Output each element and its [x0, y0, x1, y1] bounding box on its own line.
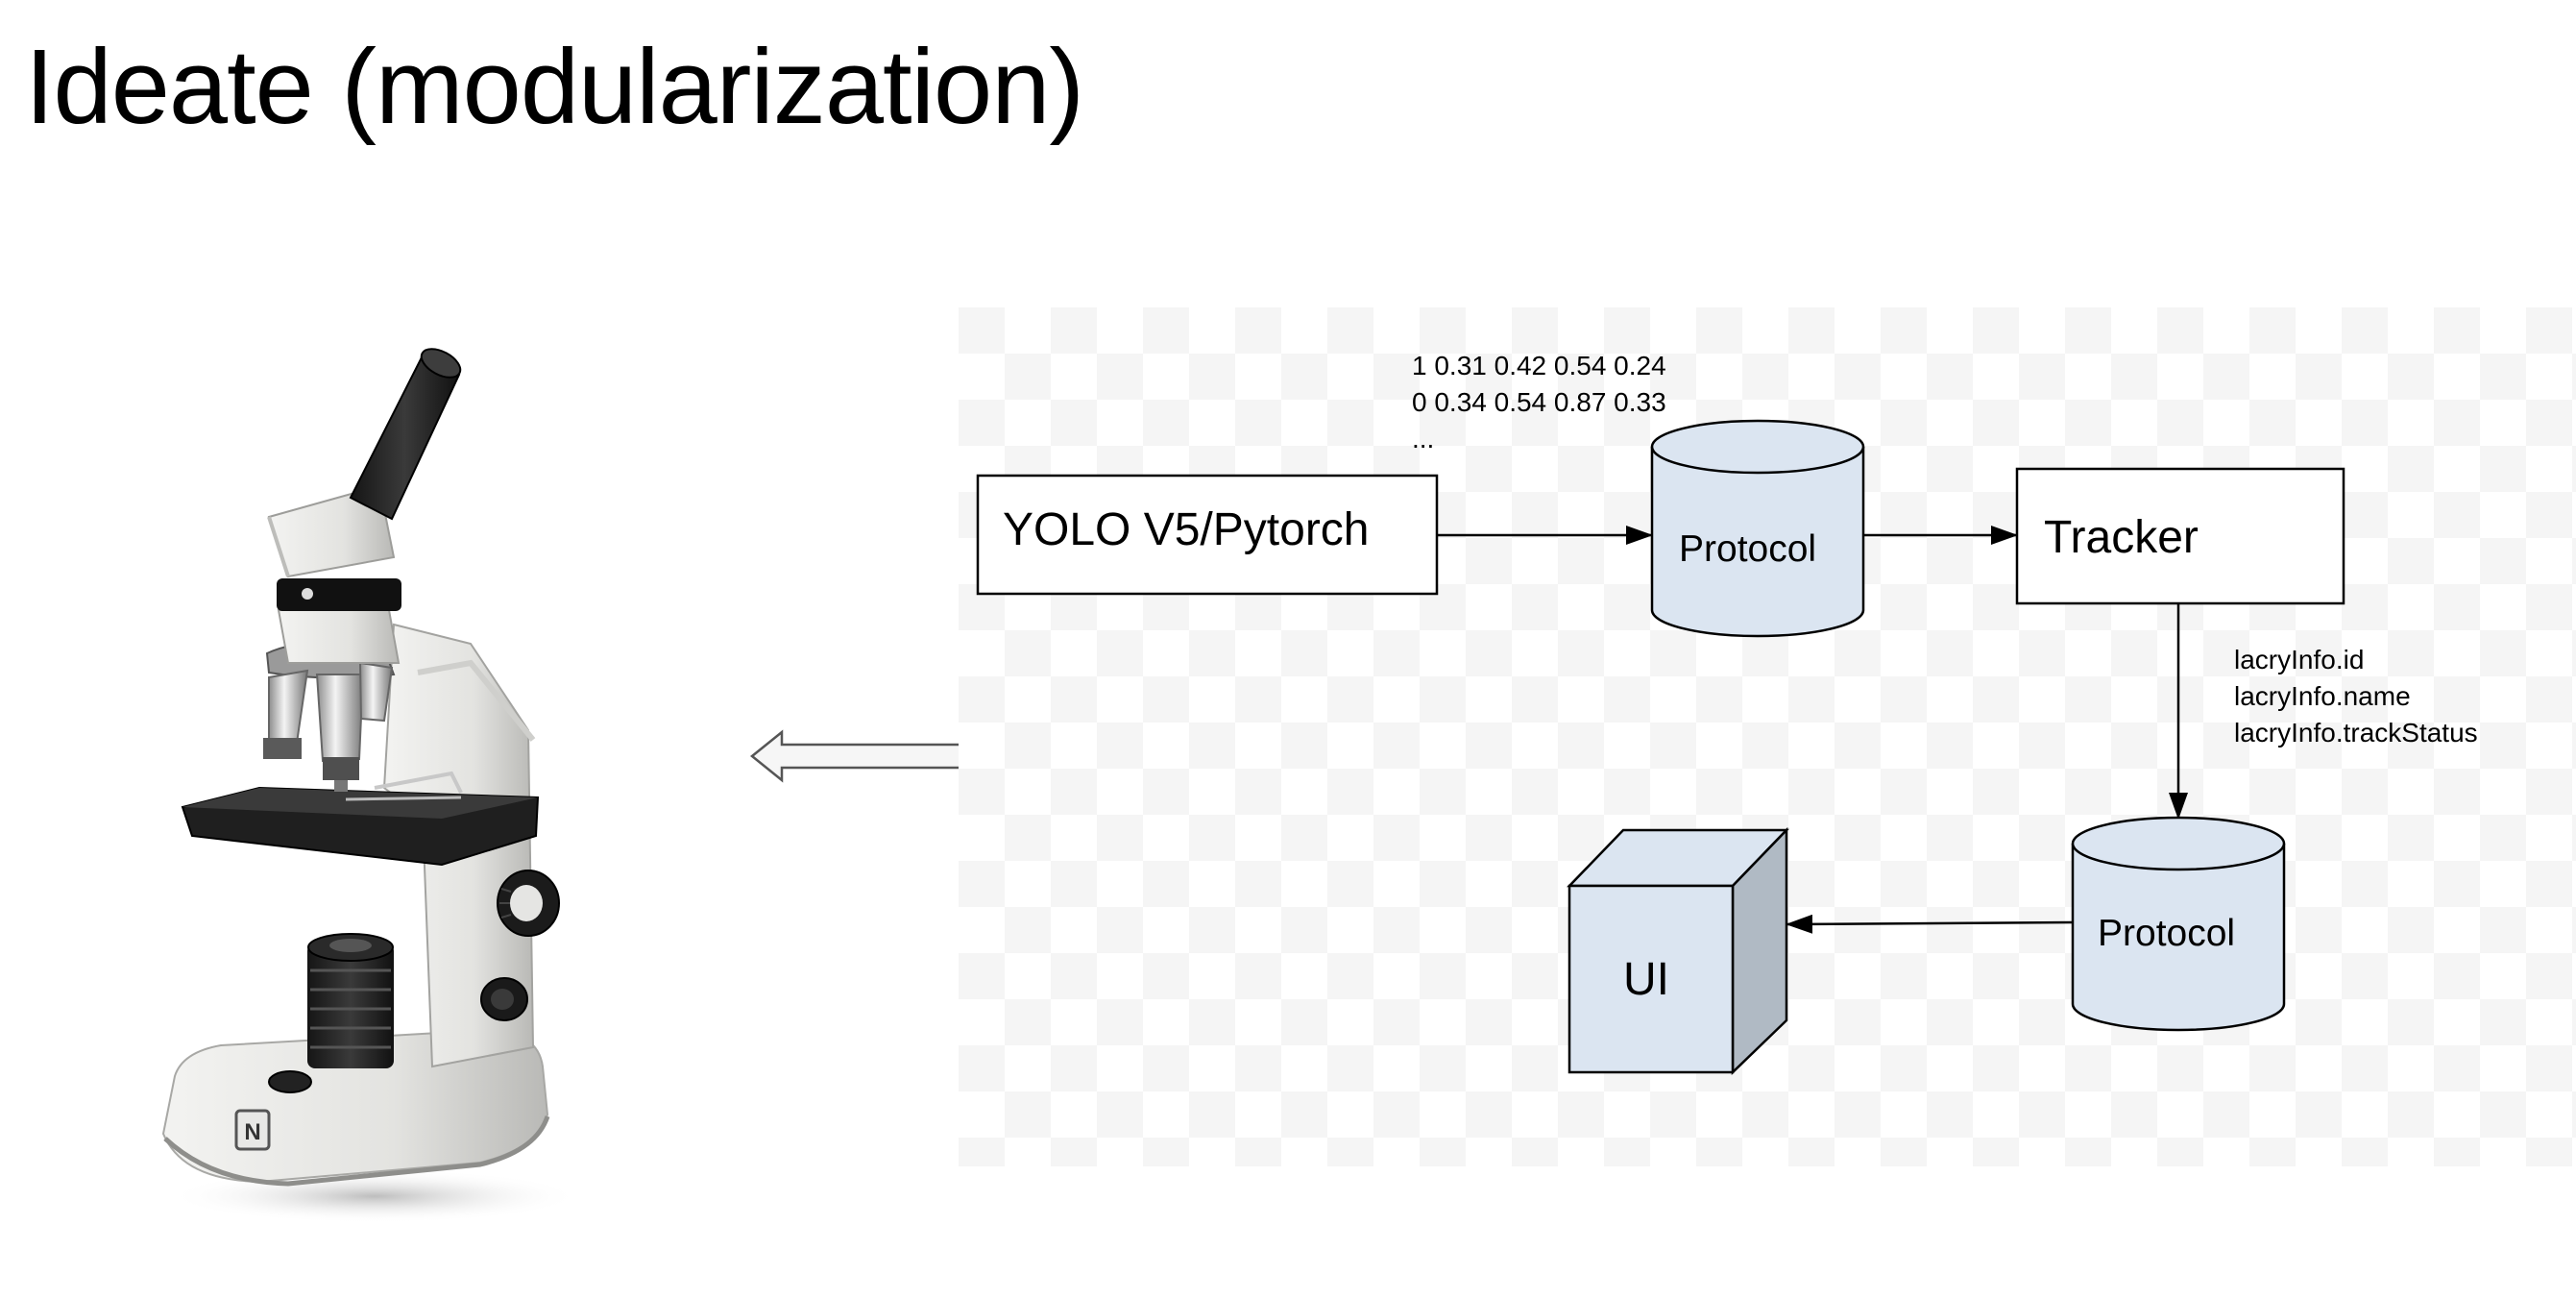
objective-lens-center: [315, 674, 365, 792]
detection-line: 1 0.31 0.42 0.54 0.24: [1412, 351, 1666, 380]
protocol-bottom-label: Protocol: [2098, 913, 2236, 954]
lamp-housing: [307, 944, 394, 1068]
eyepiece-tube: [349, 348, 462, 521]
pipeline-diagram: YOLO V5/Pytorch Protocol Tracker Protoco…: [959, 307, 2576, 1166]
tracker-label: Tracker: [2044, 512, 2199, 563]
brand-badge-letter: N: [244, 1119, 260, 1145]
objective-lens-right: [358, 661, 394, 723]
diagram-graphics: [959, 307, 2576, 1166]
fine-focus-knob: [480, 977, 528, 1021]
protocol-top-cylinder: [1650, 419, 1865, 638]
detection-ellipsis: ...: [1412, 424, 1435, 453]
tracker-fields-annotation: lacryInfo.id lacryInfo.name lacryInfo.tr…: [2234, 642, 2478, 751]
ui-cube: [1567, 826, 1789, 1075]
power-button: [268, 1070, 312, 1093]
yolo-box: [976, 474, 1439, 596]
edge-protocol-to-ui: [1786, 914, 2074, 934]
protocol-top-label: Protocol: [1679, 528, 1817, 570]
tracker-box: [2015, 467, 2345, 605]
tracker-field-status: lacryInfo.trackStatus: [2234, 718, 2478, 748]
tracker-field-name: lacryInfo.name: [2234, 681, 2411, 711]
coarse-focus-knob: [497, 870, 560, 937]
brand-badge: N: [234, 1109, 271, 1151]
microscope-head: [277, 609, 401, 664]
ui-label: UI: [1623, 954, 1669, 1005]
detection-line: 0 0.34 0.54 0.87 0.33: [1412, 387, 1666, 417]
tracker-field-id: lacryInfo.id: [2234, 645, 2365, 674]
yolo-label: YOLO V5/Pytorch: [1003, 504, 1370, 555]
objective-lens-left: [263, 669, 309, 759]
slide-title: Ideate (modularization): [25, 28, 1084, 146]
detection-annotation: 1 0.31 0.42 0.54 0.24 0 0.34 0.54 0.87 0…: [1412, 348, 1666, 457]
protocol-bottom-cylinder: [2071, 816, 2286, 1032]
microscope-image: N: [161, 348, 576, 1223]
